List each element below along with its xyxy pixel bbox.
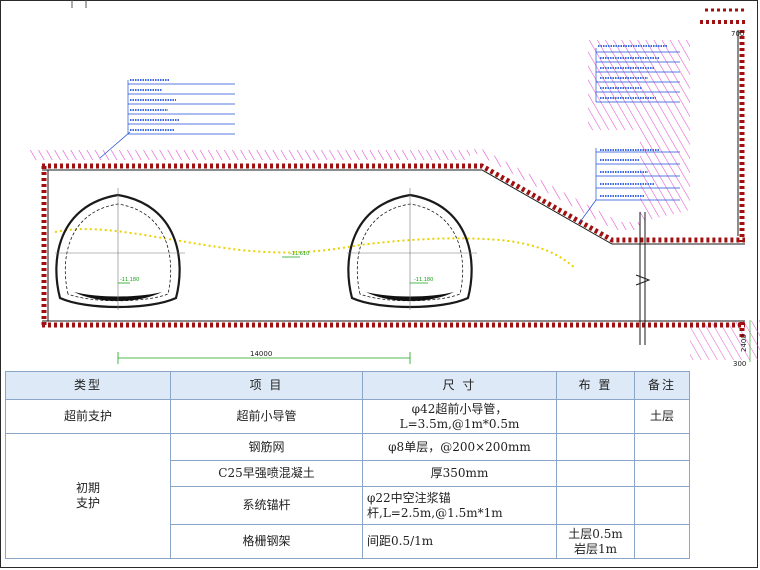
col-layout: 布 置	[556, 371, 635, 400]
span-dimension: 14000	[117, 350, 411, 364]
right-dimensions: 700 2400 300	[731, 30, 751, 368]
cell-item: 格栅钢架	[170, 524, 363, 559]
elevation-marks: -11.180 -11.610 -11.180	[118, 251, 433, 284]
cell-note	[634, 433, 690, 461]
table-row: 初期 支护 钢筋网 φ8单层，@200×200mm	[5, 433, 690, 559]
table-row: 系统锚杆 φ22中空注浆锚 杆,L=2.5m,@1.5m*1m	[6, 486, 690, 525]
cell-item: 钢筋网	[170, 433, 363, 461]
col-size: 尺 寸	[362, 371, 557, 400]
cell-item: 超前小导管	[170, 399, 363, 434]
cell-note: 土层	[634, 399, 690, 434]
break-line	[635, 212, 651, 345]
cell-layout	[556, 433, 635, 461]
tunnel-cross-section-drawing: -11.180 -11.610 -11.180	[30, 0, 760, 368]
cell-type: 超前支护	[5, 399, 171, 434]
elevation-left: -11.180	[120, 277, 139, 283]
elevation-right: -11.180	[414, 277, 433, 283]
table-row: 超前支护 超前小导管 φ42超前小导管， L=3.5m,@1m*0.5m 土层	[5, 399, 690, 434]
cell-item: C25早强喷混凝土	[170, 460, 363, 487]
soil-hatching	[30, 40, 760, 360]
elevation-middle: -11.610	[290, 251, 309, 257]
top-mark	[71, 0, 87, 8]
tunnel-left	[55, 188, 185, 310]
dim-300: 300	[733, 360, 746, 368]
cell-size: 间距0.5/1m	[362, 524, 557, 559]
col-item: 项 目	[170, 371, 363, 400]
tunnel-right	[347, 188, 477, 310]
cell-size: φ42超前小导管， L=3.5m,@1m*0.5m	[362, 399, 557, 434]
dim-700: 700	[731, 30, 744, 38]
profile-line	[54, 228, 576, 269]
span-dimension-text: 14000	[250, 350, 272, 358]
cell-size: φ8单层，@200×200mm	[362, 433, 557, 461]
annotation-top-right	[595, 45, 680, 103]
col-note: 备注	[634, 371, 690, 400]
cell-note	[634, 460, 690, 487]
cell-note	[634, 524, 690, 559]
cell-layout	[556, 486, 635, 525]
support-spec-table: 类型 项 目 尺 寸 布 置 备注 超前支护 超前小导管 φ42超前小导管， L…	[5, 371, 690, 559]
cell-size: φ22中空注浆锚 杆,L=2.5m,@1.5m*1m	[362, 486, 557, 525]
col-type: 类型	[5, 371, 171, 400]
cell-size: 厚350mm	[362, 460, 557, 487]
dim-2400: 2400	[740, 334, 748, 352]
cell-item: 系统锚杆	[170, 486, 363, 525]
cell-layout	[556, 460, 635, 487]
cell-type: 初期 支护	[5, 433, 171, 559]
annotation-left	[99, 79, 235, 159]
table-header-row: 类型 项 目 尺 寸 布 置 备注	[5, 371, 690, 400]
cell-note	[634, 486, 690, 525]
table-row: 格栅钢架 间距0.5/1m 土层0.5m 岩层1m	[6, 524, 690, 559]
annotation-mid-right	[579, 148, 680, 223]
cell-layout: 土层0.5m 岩层1m	[556, 524, 635, 559]
cell-layout	[556, 399, 635, 434]
structure-wall	[41, 8, 745, 340]
